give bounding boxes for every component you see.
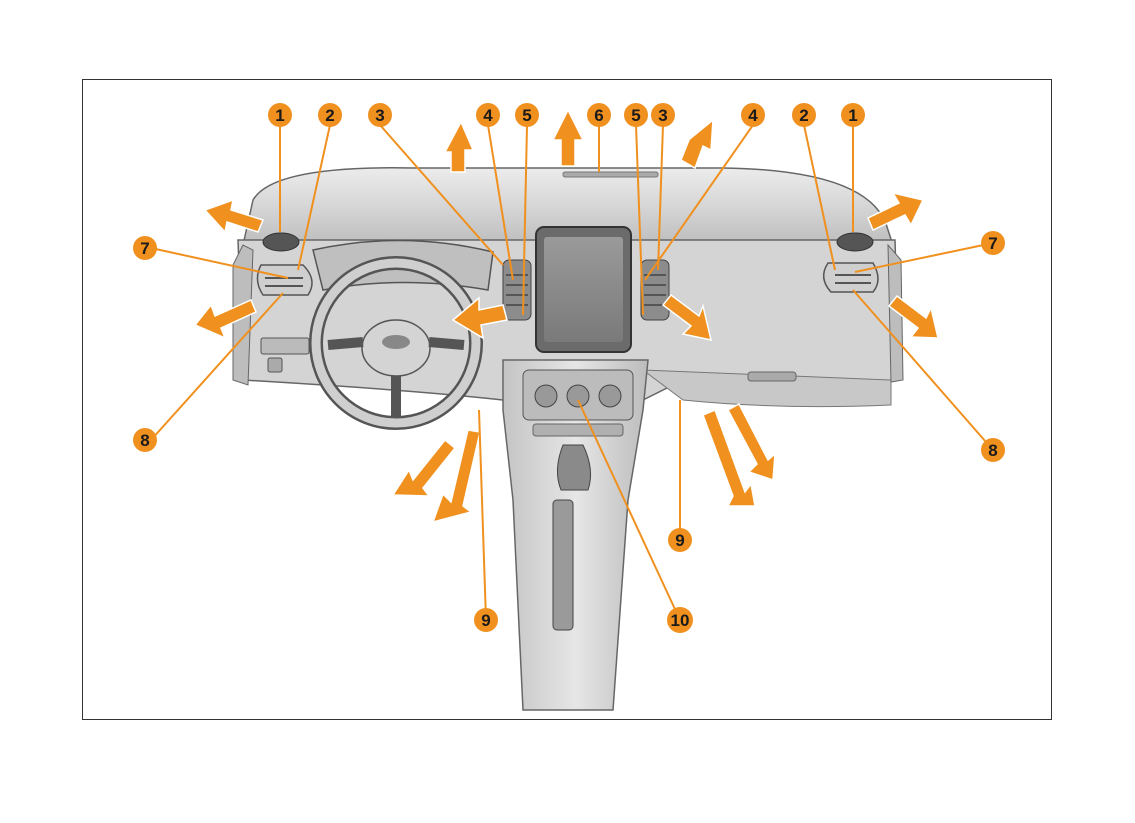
callout-7-right: 7 [981,231,1005,255]
svg-text:4: 4 [483,106,493,125]
arrow-top-left [445,122,473,172]
gear-shifter [557,445,590,490]
callout-3-left: 3 [368,103,392,127]
svg-text:9: 9 [481,611,490,630]
callout-8-right: 8 [981,438,1005,462]
svg-text:3: 3 [658,106,667,125]
climate-knob-left [535,385,557,407]
svg-text:5: 5 [522,106,531,125]
svg-text:5: 5 [631,106,640,125]
climate-knob-center [567,385,589,407]
svg-text:2: 2 [799,106,808,125]
callout-8-left: 8 [133,428,157,452]
center-left-vent [503,260,531,320]
callout-9-right: 9 [668,528,692,552]
right-side-vent [837,233,873,251]
callout-3-right: 3 [651,103,675,127]
callout-6: 6 [587,103,611,127]
callout-5-left: 5 [515,103,539,127]
left-side-vent [263,233,299,251]
svg-text:8: 8 [988,441,997,460]
callout-2-right: 2 [792,103,816,127]
arrow-top-right [681,120,713,168]
left-knob [268,358,282,372]
svg-text:1: 1 [275,106,284,125]
callout-1-left: 1 [268,103,292,127]
right-adjustable-vent [824,263,878,292]
svg-text:10: 10 [671,611,690,630]
svg-text:7: 7 [140,239,149,258]
svg-text:6: 6 [594,106,603,125]
callout-4-left: 4 [476,103,500,127]
callout-9-left: 9 [474,608,498,632]
diagram-frame: 1 2 3 4 5 6 5 3 [82,79,1052,720]
callout-10: 10 [667,607,693,633]
svg-text:8: 8 [140,431,149,450]
climate-knob-right [599,385,621,407]
svg-text:7: 7 [988,234,997,253]
svg-text:9: 9 [675,531,684,550]
arrow-foot-left-1 [393,440,455,496]
callout-7-left: 7 [133,236,157,260]
callout-2-left: 2 [318,103,342,127]
svg-text:3: 3 [375,106,384,125]
center-right-vent [641,260,669,320]
arrow-top-center [553,110,583,166]
svg-text:4: 4 [748,106,758,125]
dashboard-ventilation-diagram: 1 2 3 4 5 6 5 3 [83,80,1051,719]
left-switch-panel [261,338,309,354]
svg-text:1: 1 [848,106,857,125]
callout-1-right: 1 [841,103,865,127]
arrow-foot-left-2 [433,430,480,522]
glovebox-handle [748,372,796,381]
svg-text:2: 2 [325,106,334,125]
parking-brake [553,500,573,630]
callout-5-right: 5 [624,103,648,127]
windshield-vent [563,172,658,177]
left-adjustable-vent [257,265,312,295]
callout-4-right: 4 [741,103,765,127]
